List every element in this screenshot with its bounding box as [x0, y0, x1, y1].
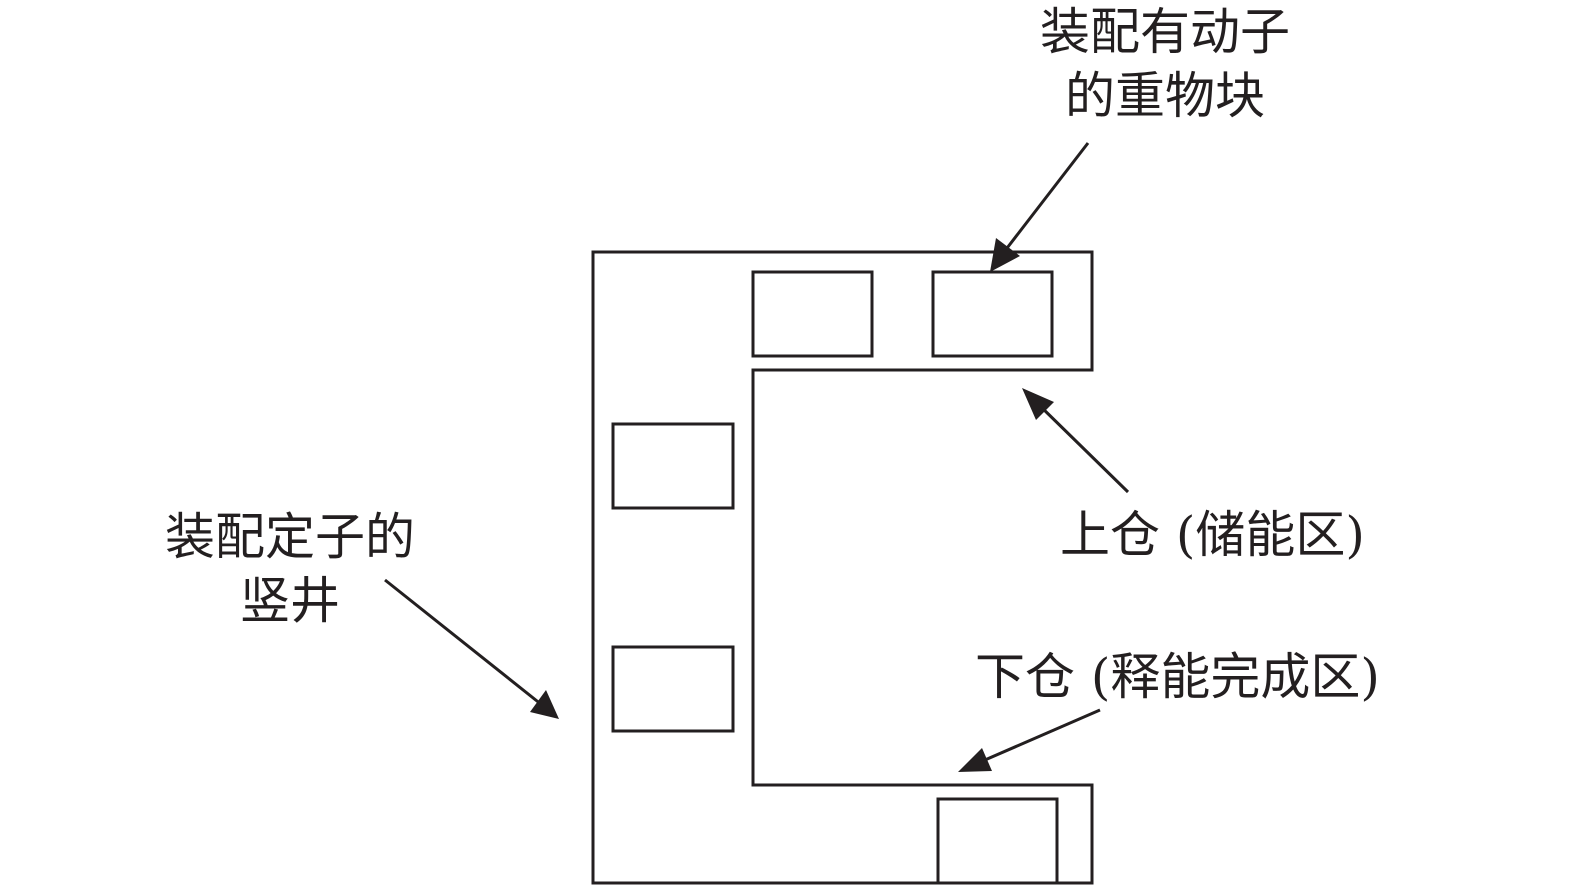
arrow-upper-bin [1022, 388, 1130, 494]
shaft-label-line2: 竖井 [240, 572, 340, 630]
shaft-label: 装配定子的 竖井 [150, 505, 430, 633]
weight-block-shaft-lower [611, 645, 735, 733]
shaft-label-line1: 装配定子的 [165, 508, 415, 566]
arrow-shaft [384, 578, 559, 719]
arrow-lower-bin [958, 708, 1101, 772]
weight-block-label-line1: 装配有动子 [1040, 3, 1290, 61]
lower-bin-label: 下仓 (释能完成区) [975, 645, 1380, 709]
lower-bin-label-text: 下仓 (释能完成区) [975, 648, 1380, 706]
weight-block-label-line2: 的重物块 [1065, 67, 1265, 125]
weight-block-shaft-upper [611, 422, 735, 510]
weight-block-label: 装配有动子 的重物块 [1025, 0, 1305, 128]
upper-bin-label: 上仓 (储能区) [1060, 503, 1365, 567]
weight-block-bottom [936, 797, 1059, 885]
upper-bin-label-text: 上仓 (储能区) [1060, 506, 1365, 564]
weight-block-top-right [931, 270, 1054, 358]
shaft-outline [591, 250, 1094, 885]
weight-block-top-left [751, 270, 874, 358]
arrow-weight-block [990, 142, 1090, 272]
